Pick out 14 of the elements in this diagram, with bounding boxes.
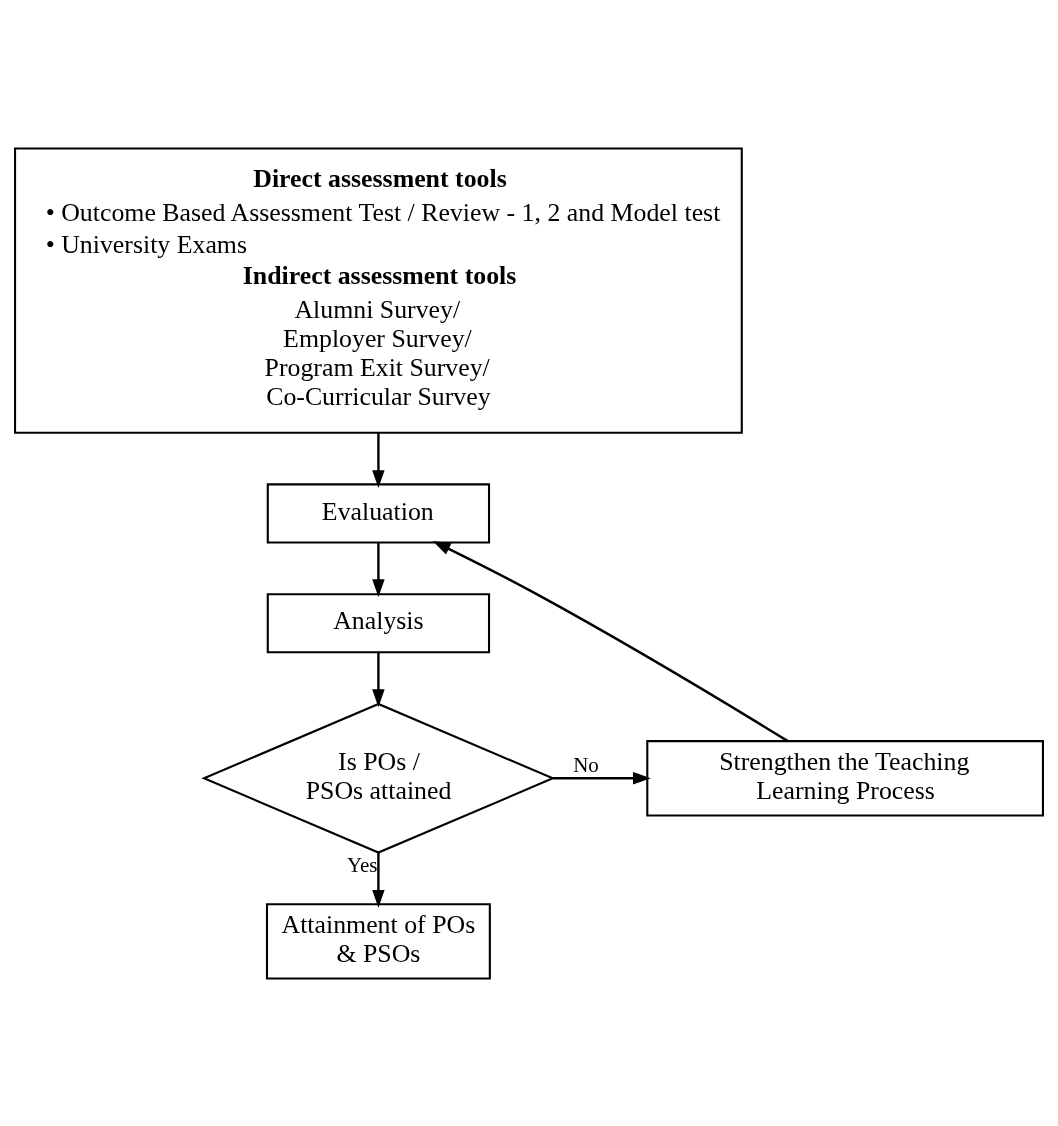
node-box: Attainment of POs & PSOs [265,902,491,980]
arrow [432,540,789,742]
arrow [552,771,651,784]
node-box: Direct assessment tools • Outcome Based Assessment Test / Review - 1, 2 and Model test • University Exams Indirect assessment tools Alumni Survey/ Employer Survey/ Program Exit Survey/ Co-Curricular Survey [14,146,743,434]
arrow [372,852,385,908]
edge-label: No [573,752,599,777]
node-box: Evaluation [266,482,491,544]
node-box: Analysis [266,592,491,653]
node-box: Strengthen the Teaching Learning Process [646,739,1044,816]
arrow [372,432,385,488]
arrow [372,652,385,707]
arrow [372,542,385,597]
edge-label: Yes [346,852,378,877]
node-diamond: Is POs / PSOs attained [201,702,556,854]
